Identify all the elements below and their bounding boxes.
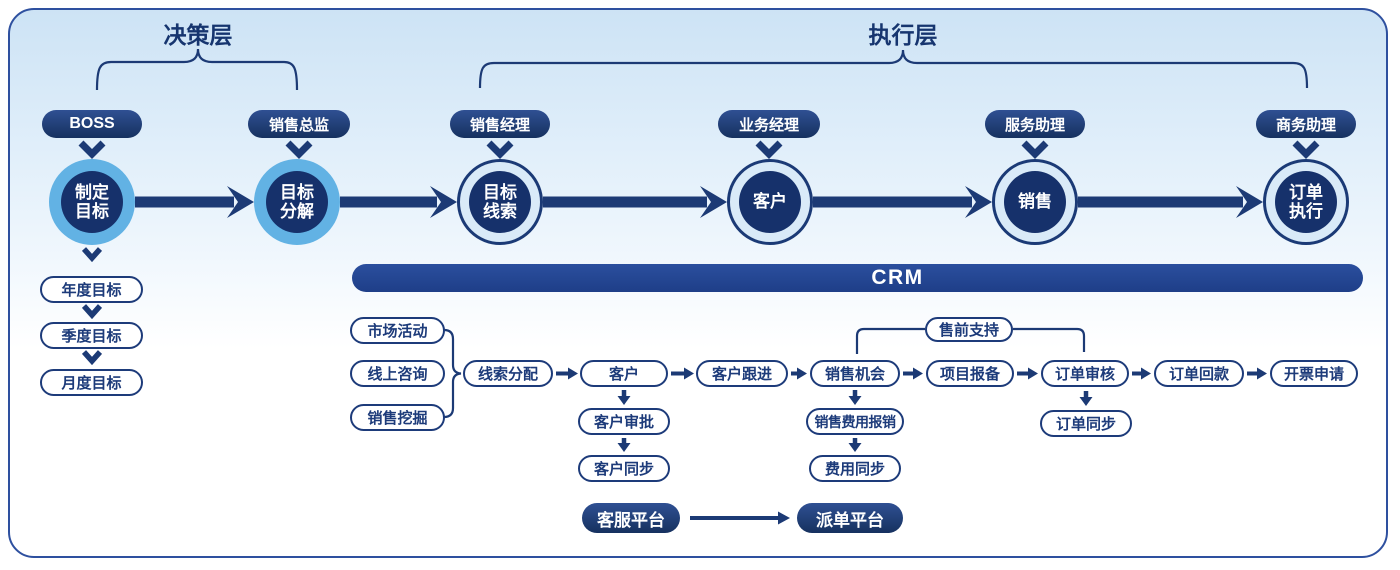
flow-pill-expense-sync: 费用同步 <box>809 455 901 482</box>
flow-pill-invoice-request: 开票申请 <box>1270 360 1358 387</box>
role-pill-boss: BOSS <box>42 110 142 138</box>
flow-pill-customer-sync: 客户同步 <box>578 455 670 482</box>
flow-pill-customer-approval: 客户审批 <box>578 408 670 435</box>
stage-label: 订单 执行 <box>1275 171 1337 233</box>
flow-pill-sales-opportunity: 销售机会 <box>810 360 900 387</box>
flow-pill-customer: 客户 <box>580 360 668 387</box>
stage-label: 销售 <box>1004 171 1066 233</box>
crm-bar: CRM <box>352 264 1363 292</box>
role-pill-business-assistant: 商务助理 <box>1256 110 1356 138</box>
stage-label: 目标 线索 <box>469 171 531 233</box>
role-pill-sales-manager: 销售经理 <box>450 110 550 138</box>
goal-pill-annual: 年度目标 <box>40 276 143 303</box>
stage-circle-customer: 客户 <box>727 159 813 245</box>
stage-circle-sales: 销售 <box>992 159 1078 245</box>
flow-pill-order-review: 订单审核 <box>1041 360 1129 387</box>
role-pill-business-manager: 业务经理 <box>718 110 820 138</box>
source-pill-online-consult: 线上咨询 <box>350 360 445 387</box>
role-pill-sales-director: 销售总监 <box>248 110 350 138</box>
execution-layer-title: 执行层 <box>868 22 938 48</box>
stage-label: 制定 目标 <box>61 171 123 233</box>
stage-circle-order-execution: 订单 执行 <box>1263 159 1349 245</box>
stage-label: 目标 分解 <box>266 171 328 233</box>
decision-layer-title: 决策层 <box>163 22 233 48</box>
stage-circle-set-goals: 制定 目标 <box>49 159 135 245</box>
flow-pill-order-sync: 订单同步 <box>1040 410 1132 437</box>
stage-circle-goal-breakdown: 目标 分解 <box>254 159 340 245</box>
flow-pill-expense-report: 销售费用报销 <box>806 408 904 435</box>
stage-circle-goal-leads: 目标 线索 <box>457 159 543 245</box>
flow-pill-project-filing: 项目报备 <box>926 360 1014 387</box>
goal-pill-quarterly: 季度目标 <box>40 322 143 349</box>
flow-pill-customer-follow-up: 客户跟进 <box>696 360 788 387</box>
source-pill-market-activity: 市场活动 <box>350 317 445 344</box>
presales-pill: 售前支持 <box>925 317 1013 342</box>
source-pill-sales-mining: 销售挖掘 <box>350 404 445 431</box>
platform-pill-customer-service: 客服平台 <box>582 503 680 533</box>
role-pill-service-assistant: 服务助理 <box>985 110 1085 138</box>
stage-label: 客户 <box>739 171 801 233</box>
goal-pill-monthly: 月度目标 <box>40 369 143 396</box>
flow-pill-order-payment: 订单回款 <box>1154 360 1244 387</box>
platform-pill-dispatch: 派单平台 <box>797 503 903 533</box>
flow-pill-lead-assignment: 线索分配 <box>463 360 553 387</box>
